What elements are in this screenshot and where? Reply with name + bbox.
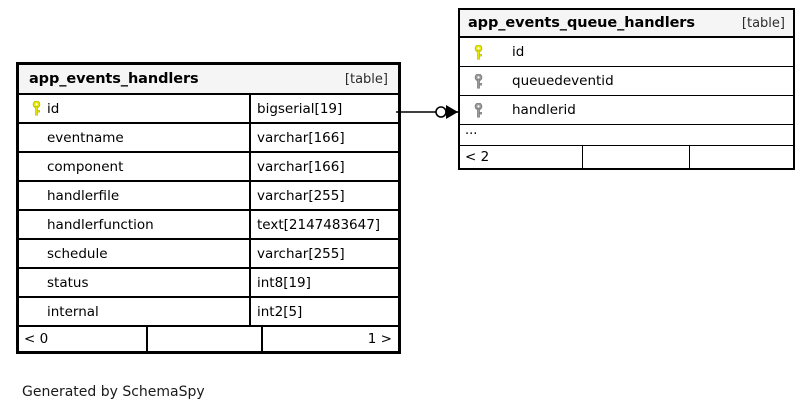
parent-relations-count[interactable]: < 2 xyxy=(460,146,583,168)
table-row[interactable]: schedule varchar[255] xyxy=(19,240,398,269)
table-title: app_events_handlers xyxy=(29,71,199,87)
column-name-cell: handlerid xyxy=(460,96,793,124)
column-name-cell: component xyxy=(19,153,251,180)
column-name-cell: id xyxy=(19,95,251,122)
column-name-cell: status xyxy=(19,269,251,296)
table-title: app_events_queue_handlers xyxy=(468,15,695,31)
table-row[interactable]: handlerid xyxy=(460,96,793,125)
table-row[interactable]: handlerfile varchar[255] xyxy=(19,182,398,211)
table-row[interactable]: internal int2[5] xyxy=(19,298,398,327)
footer-right-cell xyxy=(690,146,793,168)
table-row[interactable]: id xyxy=(460,38,793,67)
table-header-app-events-handlers: app_events_handlers [table] xyxy=(19,65,398,95)
table-app-events-queue-handlers[interactable]: app_events_queue_handlers [table] id xyxy=(458,8,795,170)
column-name-cell: handlerfile xyxy=(19,182,251,209)
column-type: bigserial[19] xyxy=(257,100,343,117)
table-footer: < 0 1 > xyxy=(19,327,398,351)
key-icon-foreign xyxy=(466,102,512,118)
footer-middle-cell xyxy=(148,327,263,351)
table-row[interactable]: eventname varchar[166] xyxy=(19,124,398,153)
table-row[interactable]: handlerfunction text[2147483647] xyxy=(19,211,398,240)
generated-by-credit: Generated by SchemaSpy xyxy=(22,384,205,400)
table-row[interactable]: id bigserial[19] xyxy=(19,95,398,124)
key-icon-primary xyxy=(466,44,512,60)
column-name-cell: schedule xyxy=(19,240,251,267)
table-app-events-handlers[interactable]: app_events_handlers [table] id bigserial… xyxy=(16,62,401,354)
more-columns-ellipsis: ... xyxy=(465,125,478,138)
column-name: eventname xyxy=(47,129,124,146)
column-name: schedule xyxy=(47,245,108,262)
column-name: internal xyxy=(47,303,99,320)
key-icon-primary xyxy=(25,101,47,116)
column-name-cell: internal xyxy=(19,298,251,325)
column-name-cell: handlerfunction xyxy=(19,211,251,238)
column-type: int2[5] xyxy=(257,303,303,320)
table-row[interactable]: status int8[19] xyxy=(19,269,398,298)
column-type: varchar[166] xyxy=(257,129,345,146)
column-type: text[2147483647] xyxy=(257,216,381,233)
column-type: varchar[166] xyxy=(257,158,345,175)
table-row[interactable]: queuedeventid xyxy=(460,67,793,96)
table-footer: < 2 xyxy=(460,146,793,168)
column-name: handlerfile xyxy=(47,187,120,204)
table-row[interactable]: component varchar[166] xyxy=(19,153,398,182)
column-name: id xyxy=(47,100,60,117)
key-icon-foreign xyxy=(466,73,512,89)
column-name: handlerid xyxy=(512,102,576,118)
column-name-cell: id xyxy=(460,38,793,66)
column-name-cell: queuedeventid xyxy=(460,67,793,95)
table-header-app-events-queue-handlers: app_events_queue_handlers [table] xyxy=(460,10,793,38)
more-columns-row: ... xyxy=(460,125,793,146)
column-name: component xyxy=(47,158,124,175)
parent-relations-count[interactable]: < 0 xyxy=(19,327,148,351)
column-name: handlerfunction xyxy=(47,216,154,233)
column-name: id xyxy=(512,44,525,60)
column-type: varchar[255] xyxy=(257,245,345,262)
column-name-cell: eventname xyxy=(19,124,251,151)
column-name: queuedeventid xyxy=(512,73,614,89)
relationship-connector-app-events-handlers-to-app-events-queue-handlers xyxy=(396,105,458,119)
footer-middle-cell xyxy=(583,146,690,168)
child-relations-count[interactable]: 1 > xyxy=(367,331,392,347)
column-type: varchar[255] xyxy=(257,187,345,204)
column-name: status xyxy=(47,274,89,291)
table-type-tag: [table] xyxy=(344,71,388,87)
table-type-tag: [table] xyxy=(741,15,785,31)
column-type: int8[19] xyxy=(257,274,311,291)
